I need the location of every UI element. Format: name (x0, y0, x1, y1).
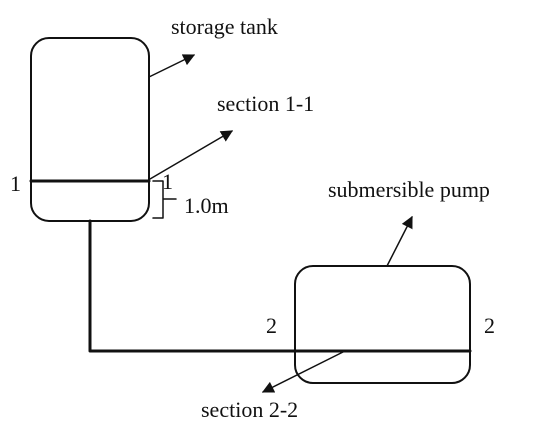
section-2-pointer-arrow (261, 350, 346, 393)
section-1-pointer-arrow (149, 130, 234, 180)
storage-tank-label: storage tank (171, 14, 278, 39)
section-1-left-label: 1 (10, 171, 21, 196)
connecting-pipe (88, 219, 472, 353)
section-2-left-label: 2 (266, 313, 277, 338)
submersible-pump (294, 265, 471, 384)
section-1-right-label: 1 (162, 169, 173, 194)
storage-tank (30, 37, 150, 222)
storage-tank-pointer-arrow (148, 54, 196, 78)
height-bracket (152, 180, 177, 219)
submersible-pump-label: submersible pump (328, 177, 490, 202)
submersible-pump-pointer-arrow (386, 215, 413, 267)
section-2-right-label: 2 (484, 313, 495, 338)
section-1-1-label: section 1-1 (217, 91, 314, 116)
height-value-label: 1.0m (184, 193, 229, 218)
section-2-2-label: section 2-2 (201, 397, 298, 422)
